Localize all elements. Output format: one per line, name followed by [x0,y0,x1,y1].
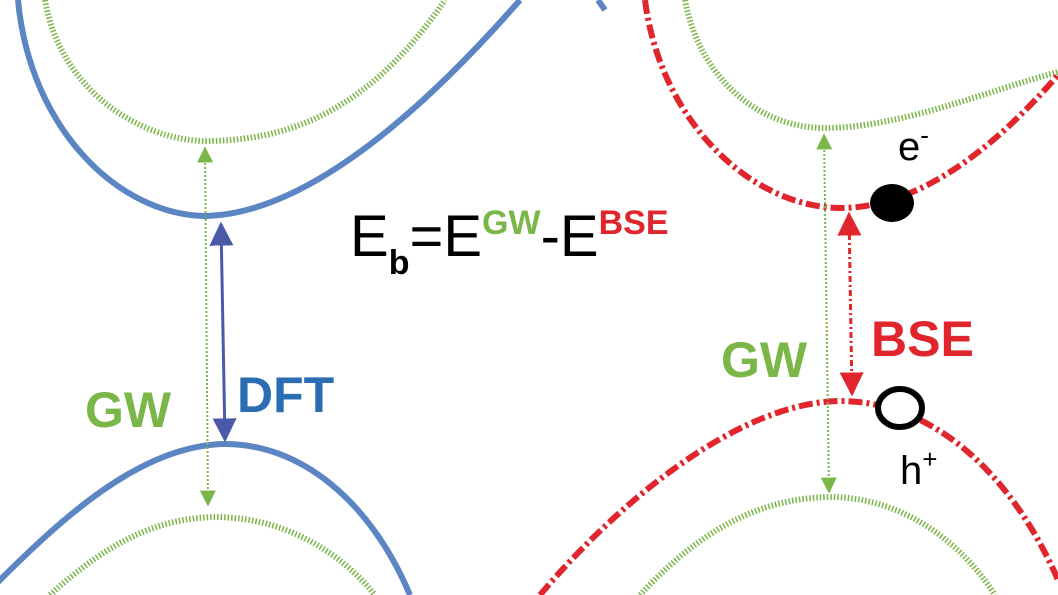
binding-energy-formula: Eb=EGW-EBSE [350,204,669,282]
dft-label: DFT [237,367,334,423]
gw-gap-arrow-left [197,146,216,507]
gw-label-left: GW [85,382,172,438]
bse-valence-band [537,397,1058,595]
formula-equals: = [409,204,443,269]
gw-gap-arrow-right [816,133,837,494]
formula-term1-superscript: GW [482,204,541,242]
formula-term2: E [560,204,599,269]
formula-term1: E [443,204,482,269]
hole-label: h+ [900,444,937,493]
gw-label-right: GW [721,332,808,388]
hole-marker [875,386,925,430]
dft-conduction-band [15,0,523,220]
electron-letter: e [898,125,920,169]
formula-term2-superscript: BSE [599,204,669,242]
formula-lhs: E [350,204,389,269]
gw-valence-band-left [47,513,378,595]
gw-conduction-band-right [682,0,1058,132]
dft-conduction-band-edge [595,0,608,12]
formula-minus: - [541,204,560,269]
dft-valence-band [0,440,413,595]
electron-marker [870,184,914,222]
hole-charge: + [922,444,937,474]
formula-lhs-subscript: b [389,244,410,282]
dft-gap-arrow [209,221,237,443]
bse-gap-arrow [837,211,864,397]
gw-conduction-band-left [42,0,448,145]
hole-letter: h [900,449,922,493]
bse-conduction-band [642,0,1058,212]
gw-valence-band-right [637,493,998,595]
electron-charge: - [920,120,929,150]
electron-label: e- [898,120,929,169]
bse-label: BSE [871,311,974,367]
